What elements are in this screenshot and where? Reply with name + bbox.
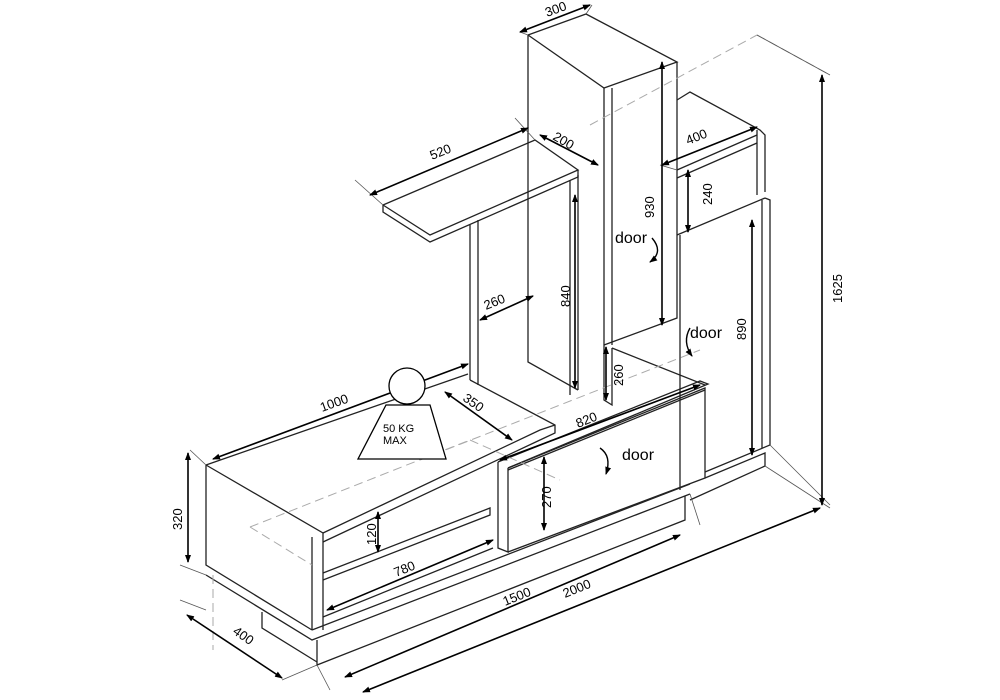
door-arrow-icon	[685, 327, 693, 357]
dim-930: 930	[642, 196, 657, 218]
outline-edge	[311, 483, 691, 631]
dimension-arrows	[185, 4, 825, 693]
furniture-outline	[205, 13, 771, 666]
door-swing-arrows	[599, 237, 693, 475]
outline-edge	[676, 197, 766, 236]
dim-240: 240	[700, 183, 715, 205]
outline-edge	[316, 496, 686, 666]
hidden-edges	[212, 34, 831, 650]
hidden-edge	[249, 526, 313, 566]
outline-edge	[382, 139, 580, 236]
weight-symbol	[356, 367, 447, 460]
dim-120: 120	[364, 523, 379, 545]
dimension-arrow	[326, 539, 494, 611]
outline-edge	[676, 142, 758, 179]
dim-780: 780	[392, 558, 418, 580]
hidden-edge	[589, 34, 758, 126]
extension-line	[179, 564, 207, 576]
extension-line	[281, 664, 318, 681]
hidden-edge	[469, 439, 561, 481]
labels: 300 520 200 400 240 930 door 1625 840 26…	[170, 0, 845, 648]
weight-line1: 50 KG	[383, 423, 414, 435]
dimension-arrow	[499, 384, 701, 461]
extension-line	[316, 664, 331, 691]
dim-890: 890	[734, 318, 749, 340]
outline-edge	[205, 465, 313, 631]
dimension-arrow	[479, 295, 534, 321]
extension-line	[179, 599, 207, 611]
extension-lines	[179, 4, 831, 691]
dim-300: 300	[543, 0, 569, 20]
extension-line	[189, 449, 207, 466]
dimension-arrow	[539, 134, 599, 166]
weight-ring	[388, 367, 426, 405]
outline-edge	[603, 62, 678, 346]
dim-400-top: 400	[684, 126, 710, 148]
outline-edge	[704, 197, 771, 473]
door-arrow-icon	[649, 237, 659, 263]
dimension-arrow	[369, 127, 529, 196]
dim-400-bottom: 400	[230, 623, 256, 648]
extension-line	[756, 34, 831, 76]
dim-520: 520	[428, 141, 454, 163]
door-label-drawer: door	[622, 447, 655, 464]
extension-line	[519, 31, 529, 36]
door-arrow-icon	[599, 447, 612, 475]
outline-edge	[261, 612, 318, 663]
dimension-arrow	[212, 363, 469, 460]
outline-edge	[689, 452, 766, 501]
dim-840: 840	[558, 285, 573, 307]
door-label-column: door	[615, 230, 648, 247]
outline-edge	[205, 464, 324, 630]
dim-200: 200	[551, 129, 577, 153]
dimension-arrow	[519, 4, 591, 33]
outline-edge	[497, 462, 509, 553]
dimension-arrow	[362, 507, 821, 693]
dimension-arrow	[186, 614, 283, 679]
dim-270: 270	[539, 486, 554, 508]
outline-edge	[382, 170, 579, 243]
dim-260-gap: 260	[611, 364, 626, 386]
door-label-right: door	[690, 325, 723, 342]
dim-820: 820	[574, 409, 600, 431]
dim-320: 320	[170, 508, 185, 530]
dim-1625: 1625	[830, 274, 845, 303]
dim-2000: 2000	[561, 576, 593, 601]
weight-body	[356, 404, 447, 460]
outline-edge	[527, 13, 679, 89]
extension-line	[354, 179, 384, 206]
extension-line	[689, 493, 701, 526]
weight-line2: MAX	[383, 435, 408, 447]
outline-edge	[676, 91, 766, 192]
dim-350: 350	[460, 390, 486, 415]
dimension-arrow	[661, 126, 758, 166]
dim-1000: 1000	[318, 391, 350, 415]
